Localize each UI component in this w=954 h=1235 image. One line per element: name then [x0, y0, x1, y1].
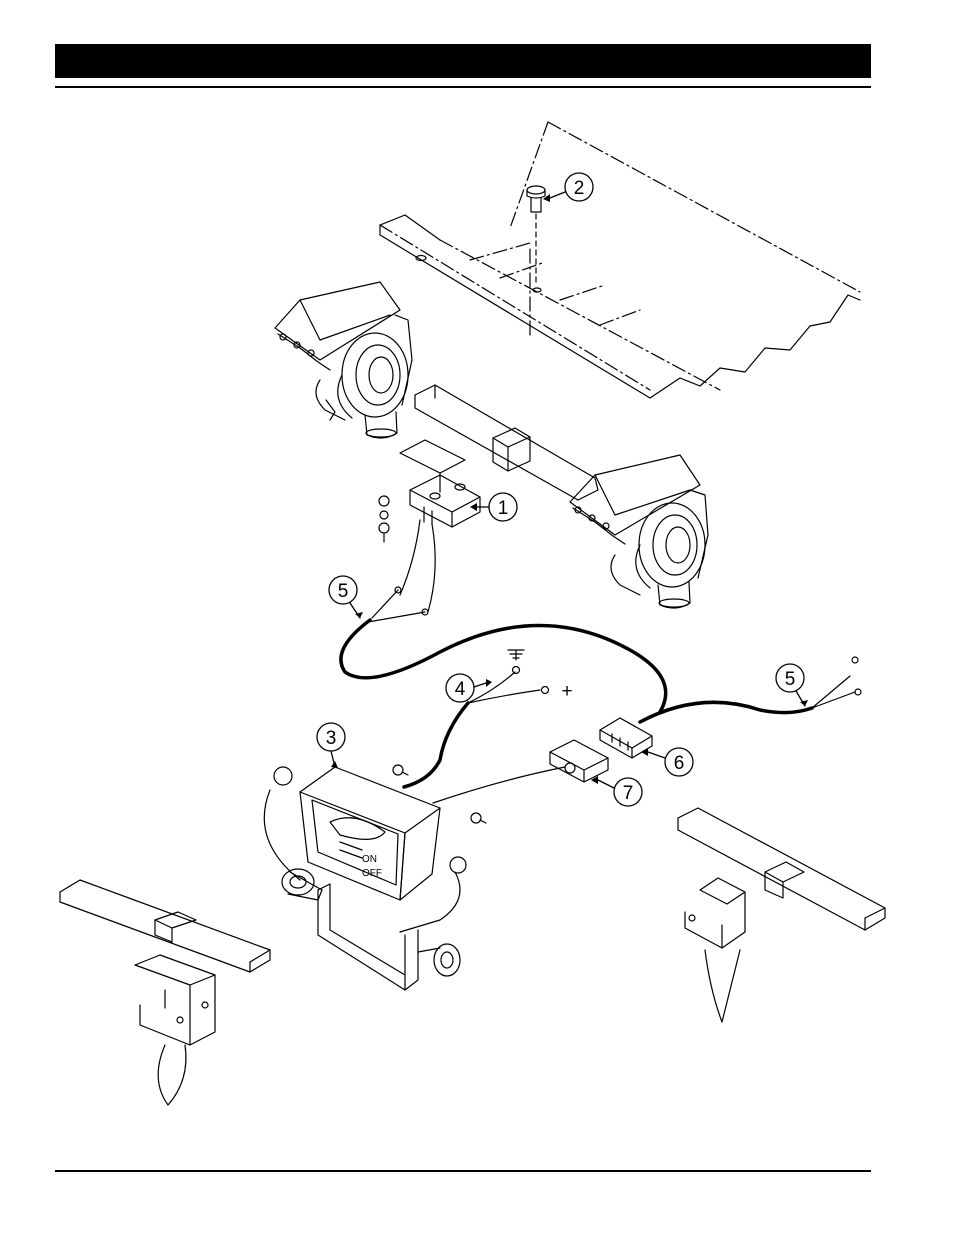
cross-shaft — [415, 385, 598, 500]
positive-terminal-icon: + — [561, 681, 572, 702]
switch-on-label: ON — [362, 854, 377, 865]
control-box — [264, 765, 486, 932]
callout-1: 1 — [498, 498, 509, 519]
callout-6: 6 — [674, 753, 685, 774]
sensor-bracket — [379, 440, 480, 612]
callout-labels: 1 2 3 4 5 5 6 7 + ON OFF — [326, 178, 796, 879]
callout-4: 4 — [455, 679, 466, 700]
switch-off-label: OFF — [362, 868, 382, 879]
left-motor — [275, 282, 412, 438]
u-bracket — [282, 869, 460, 990]
mounting-plate-edge — [380, 215, 860, 398]
callout-7: 7 — [623, 783, 634, 804]
connector-7 — [550, 740, 608, 782]
callout-5-right: 5 — [785, 669, 796, 690]
right-motor — [570, 455, 708, 608]
callout-2: 2 — [574, 178, 585, 199]
callout-5-upper: 5 — [338, 581, 349, 602]
callout-3: 3 — [326, 728, 337, 749]
callout-circles — [317, 173, 805, 806]
ground-symbol-icon — [508, 650, 524, 660]
harness-main — [341, 620, 812, 787]
harness-thin-wires — [368, 587, 861, 803]
left-inset-detail — [60, 880, 270, 1105]
right-inset-detail — [678, 808, 885, 1022]
bolt — [527, 186, 545, 285]
